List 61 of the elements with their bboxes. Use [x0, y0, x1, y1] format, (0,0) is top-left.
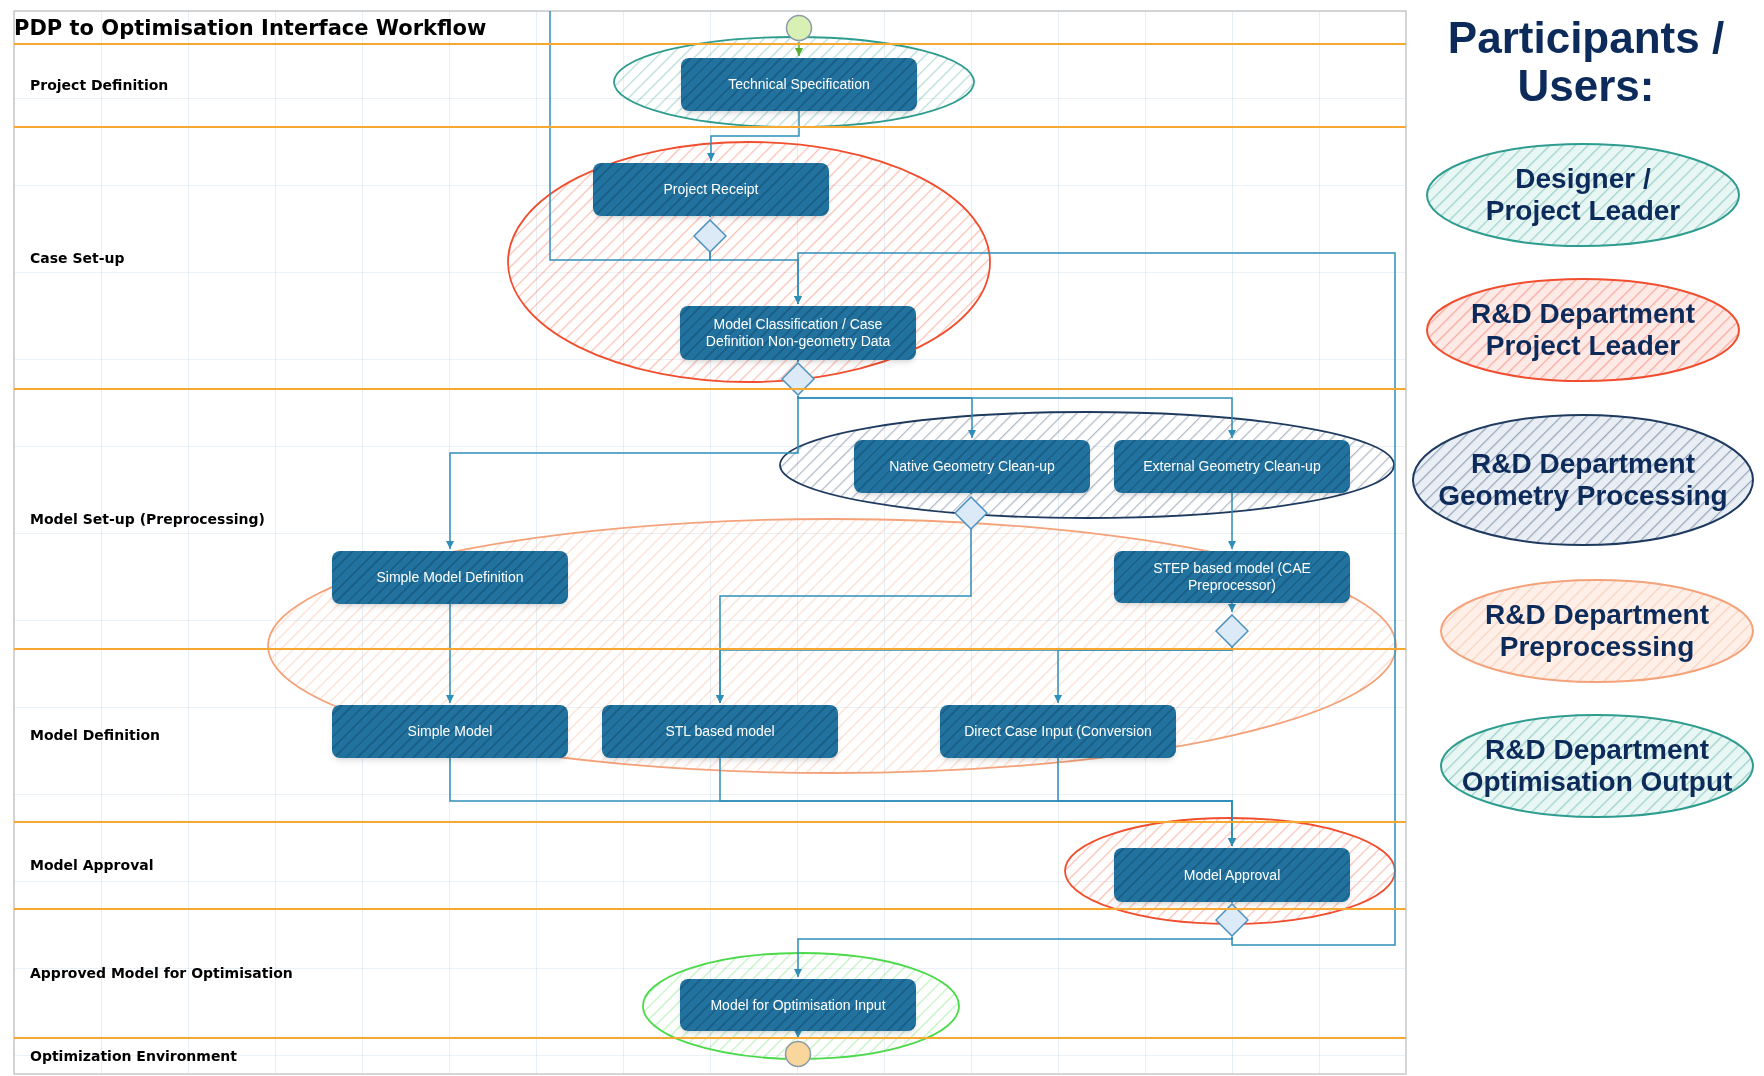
terminal-circle: [784, 1040, 812, 1068]
legend-heading: Participants / Users:: [1446, 14, 1726, 111]
participant-label: R&D Department Preprocessing: [1484, 598, 1710, 664]
connector-arrow: [795, 41, 803, 57]
process-label: Simple Model: [407, 723, 493, 740]
diagram-title: PDP to Optimisation Interface Workflow: [14, 15, 487, 42]
participant-label: R&D Department Project Leader: [1470, 297, 1696, 363]
process-box: [940, 705, 1176, 758]
participant-ellipse: [1425, 142, 1741, 248]
decision-diamond: [1215, 614, 1249, 648]
process-box: [593, 163, 829, 216]
process-label: Model for Optimisation Input: [710, 996, 886, 1014]
connector-arrow: [446, 395, 799, 550]
process-label: Technical Specification: [728, 76, 870, 93]
lane-label: Model Approval: [30, 856, 154, 875]
decision-diamond: [693, 219, 727, 253]
process-box: [332, 705, 568, 758]
swimlane: [14, 388, 1406, 648]
process-box: [681, 58, 917, 111]
participant-ellipse: [1425, 277, 1741, 383]
connector-arrow: [797, 395, 1236, 439]
process-box: [332, 551, 568, 604]
process-label: STL based model: [665, 723, 775, 740]
decision-diamond: [781, 362, 815, 396]
connector-arrow: [1057, 755, 1236, 847]
process-label: Project Receipt: [663, 181, 759, 198]
lane-label: Case Set-up: [30, 248, 125, 268]
process-box: [680, 979, 916, 1031]
process-label: Model Classification / Case Definition Non-geometry Data: [704, 316, 892, 350]
lane-label: Approved Model for Optimisation: [30, 964, 293, 983]
terminal-circle: [785, 14, 813, 42]
connector-arrow: [1228, 490, 1236, 550]
process-box: [680, 306, 916, 360]
participant-label: R&D Department Geometry Processing: [1437, 447, 1729, 513]
lane-label: Model Definition: [30, 726, 161, 745]
participant-ellipse: [1439, 713, 1755, 819]
process-label: Native Geometry Clean-up: [889, 458, 1055, 475]
process-box: [1114, 848, 1350, 902]
participant-ellipse: [1411, 413, 1755, 547]
connector-arrow: [1228, 600, 1236, 613]
process-box: [1114, 440, 1350, 493]
participant-label: R&D Department Optimisation Output: [1460, 733, 1734, 799]
process-label: Model Approval: [1183, 866, 1281, 884]
participant-ellipse: [1439, 578, 1755, 684]
process-label: Direct Case Input (Conversion: [964, 723, 1152, 740]
decision-diamond: [954, 496, 988, 530]
process-label: Simple Model Definition: [376, 569, 524, 586]
connector-arrow: [707, 108, 800, 162]
participant-label: Designer / Project Leader: [1484, 162, 1682, 228]
process-label: STEP based model (CAE Preprocessor): [1152, 560, 1312, 594]
lane-label: Model Set-up (Preprocessing): [30, 509, 265, 529]
connector-arrow: [794, 1028, 802, 1039]
lane-label: Project Definition: [30, 76, 169, 95]
lane-label: Optimization Environment: [30, 1047, 238, 1066]
process-box: [1114, 551, 1350, 603]
process-box: [602, 705, 838, 758]
process-box: [854, 440, 1090, 493]
process-label: External Geometry Clean-up: [1143, 458, 1321, 475]
connector-arrow: [446, 601, 454, 704]
connector-arrow: [794, 936, 1233, 978]
connector-arrow: [794, 252, 1396, 946]
